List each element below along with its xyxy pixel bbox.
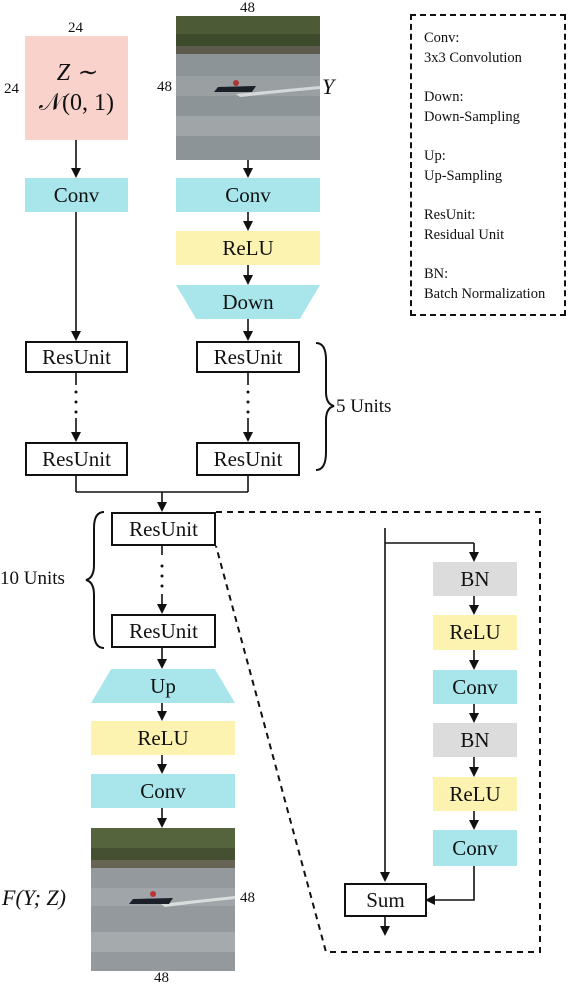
legend-entry-down: Down: Down-Sampling xyxy=(424,87,564,127)
legend-entry-conv: Conv: 3x3 Convolution xyxy=(424,28,564,68)
noise-input-block: Z ∼ 𝒩(0, 1) xyxy=(25,36,128,140)
legend-desc: Up-Sampling xyxy=(424,168,503,184)
up-sampling-block: Up xyxy=(91,669,235,703)
boat-photo-output xyxy=(91,828,235,971)
legend-entry-bn: BN: Batch Normalization xyxy=(424,264,564,304)
conv-block-detail-1: Conv xyxy=(433,670,517,704)
legend-entry-up: Up: Up-Sampling xyxy=(424,146,564,186)
resunit-right-1: ResUnit xyxy=(196,341,300,373)
noise-dim-top: 24 xyxy=(68,20,83,36)
legend-entry-resunit: ResUnit: Residual Unit xyxy=(424,205,564,245)
relu-block-detail-1: ReLU xyxy=(433,615,517,650)
five-units-label: 5 Units xyxy=(336,396,392,417)
conv-block-detail-2: Conv xyxy=(433,830,517,866)
input-dim-top: 48 xyxy=(240,0,255,16)
input-image-label: Y xyxy=(322,74,335,99)
output-dim-right: 48 xyxy=(240,890,255,906)
resunit-left-1: ResUnit xyxy=(25,341,128,373)
boat-photo xyxy=(176,16,320,160)
relu-block-center: ReLU xyxy=(91,721,235,755)
conv-block-center: Conv xyxy=(91,774,235,808)
legend-key: Up: xyxy=(424,148,446,164)
resunit-left-5: ResUnit xyxy=(25,442,128,476)
relu-block-right: ReLU xyxy=(176,231,320,265)
conv-block-left: Conv xyxy=(25,178,128,212)
bn-block-2: BN xyxy=(433,723,517,757)
legend-box: Conv: 3x3 Convolution Down: Down-Samplin… xyxy=(410,14,566,316)
legend-desc: 3x3 Convolution xyxy=(424,50,522,66)
legend-key: Conv: xyxy=(424,30,460,46)
input-dim-left: 48 xyxy=(157,79,172,95)
input-image-y xyxy=(176,16,320,160)
resunit-center-1: ResUnit xyxy=(111,512,216,546)
legend-desc: Residual Unit xyxy=(424,227,505,243)
relu-block-detail-2: ReLU xyxy=(433,777,517,811)
resunit-center-10: ResUnit xyxy=(111,614,216,648)
output-dim-bottom: 48 xyxy=(154,970,169,986)
conv-block-right: Conv xyxy=(176,178,320,212)
legend-key: BN: xyxy=(424,266,449,282)
legend-key: Down: xyxy=(424,89,464,105)
resunit-right-5: ResUnit xyxy=(196,442,300,476)
legend-desc: Down-Sampling xyxy=(424,109,520,125)
noise-dim-left: 24 xyxy=(4,81,19,97)
down-sampling-block: Down xyxy=(176,285,320,319)
output-image xyxy=(91,828,235,971)
noise-line2: 𝒩(0, 1) xyxy=(39,90,114,116)
legend-desc: Batch Normalization xyxy=(424,286,546,302)
legend-key: ResUnit: xyxy=(424,207,476,223)
noise-line1: Z ∼ xyxy=(56,60,97,86)
ten-units-label: 10 Units xyxy=(0,568,65,589)
bn-block-1: BN xyxy=(433,562,517,596)
sum-block: Sum xyxy=(344,883,427,917)
output-image-label: F(Y; Z) xyxy=(2,885,66,910)
